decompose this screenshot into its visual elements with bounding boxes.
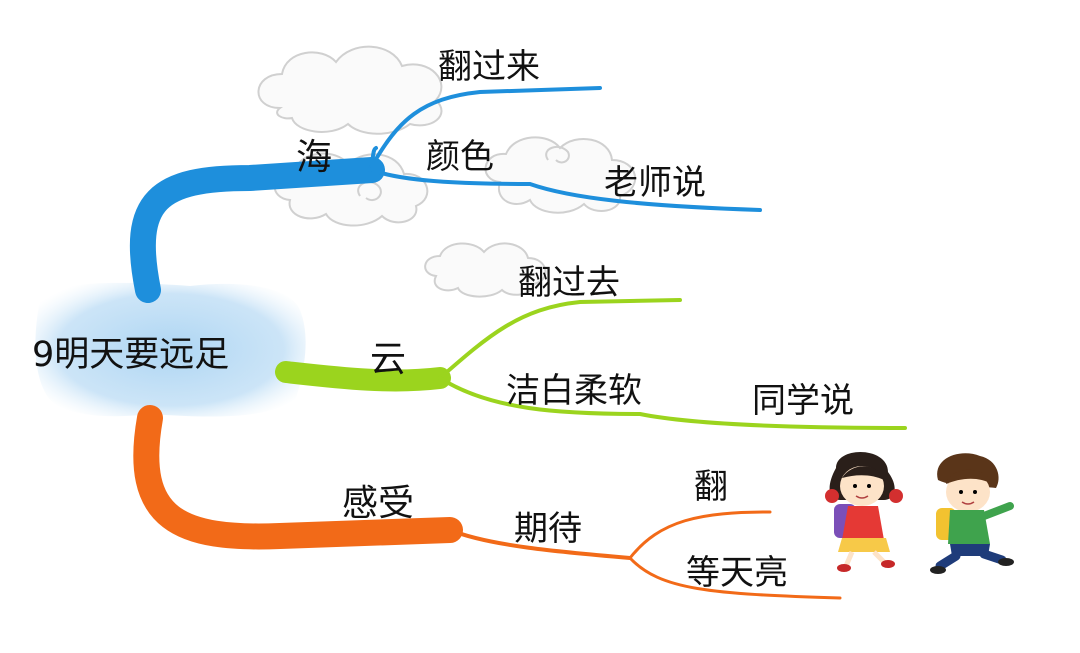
node-label-fan-guo-qu: 翻过去 xyxy=(518,263,620,303)
branch-line-sea xyxy=(129,86,762,303)
girl-with-backpack-illustration xyxy=(825,451,903,572)
node-label-lao-shi-shuo: 老师说 xyxy=(604,163,706,203)
node-label-deng-tian-liang: 等天亮 xyxy=(686,553,788,593)
node-label-fan: 翻 xyxy=(694,467,728,507)
branch-label-sea: 海 xyxy=(296,137,333,178)
cloud-illustration-1 xyxy=(257,45,443,135)
root-node-label: 9明天要远足 xyxy=(32,335,230,375)
branch-label-feeling: 感受 xyxy=(342,483,415,524)
root-node-background xyxy=(35,282,306,417)
node-label-fan-guo-lai: 翻过来 xyxy=(438,47,540,87)
node-label-tong-xue-shuo: 同学说 xyxy=(752,381,854,421)
node-label-qi-dai: 期待 xyxy=(514,509,582,549)
cloud-illustration-3 xyxy=(484,136,637,214)
branch-line-feeling xyxy=(133,405,842,600)
node-label-jie-bai-rou-ruan: 洁白柔软 xyxy=(506,371,642,411)
branch-label-cloud: 云 xyxy=(370,339,407,380)
branch-line-cloud xyxy=(275,298,907,430)
cloud-illustration-4 xyxy=(424,242,547,298)
node-label-yan-se: 颜色 xyxy=(426,137,494,177)
boy-with-backpack-illustration xyxy=(930,453,1014,574)
